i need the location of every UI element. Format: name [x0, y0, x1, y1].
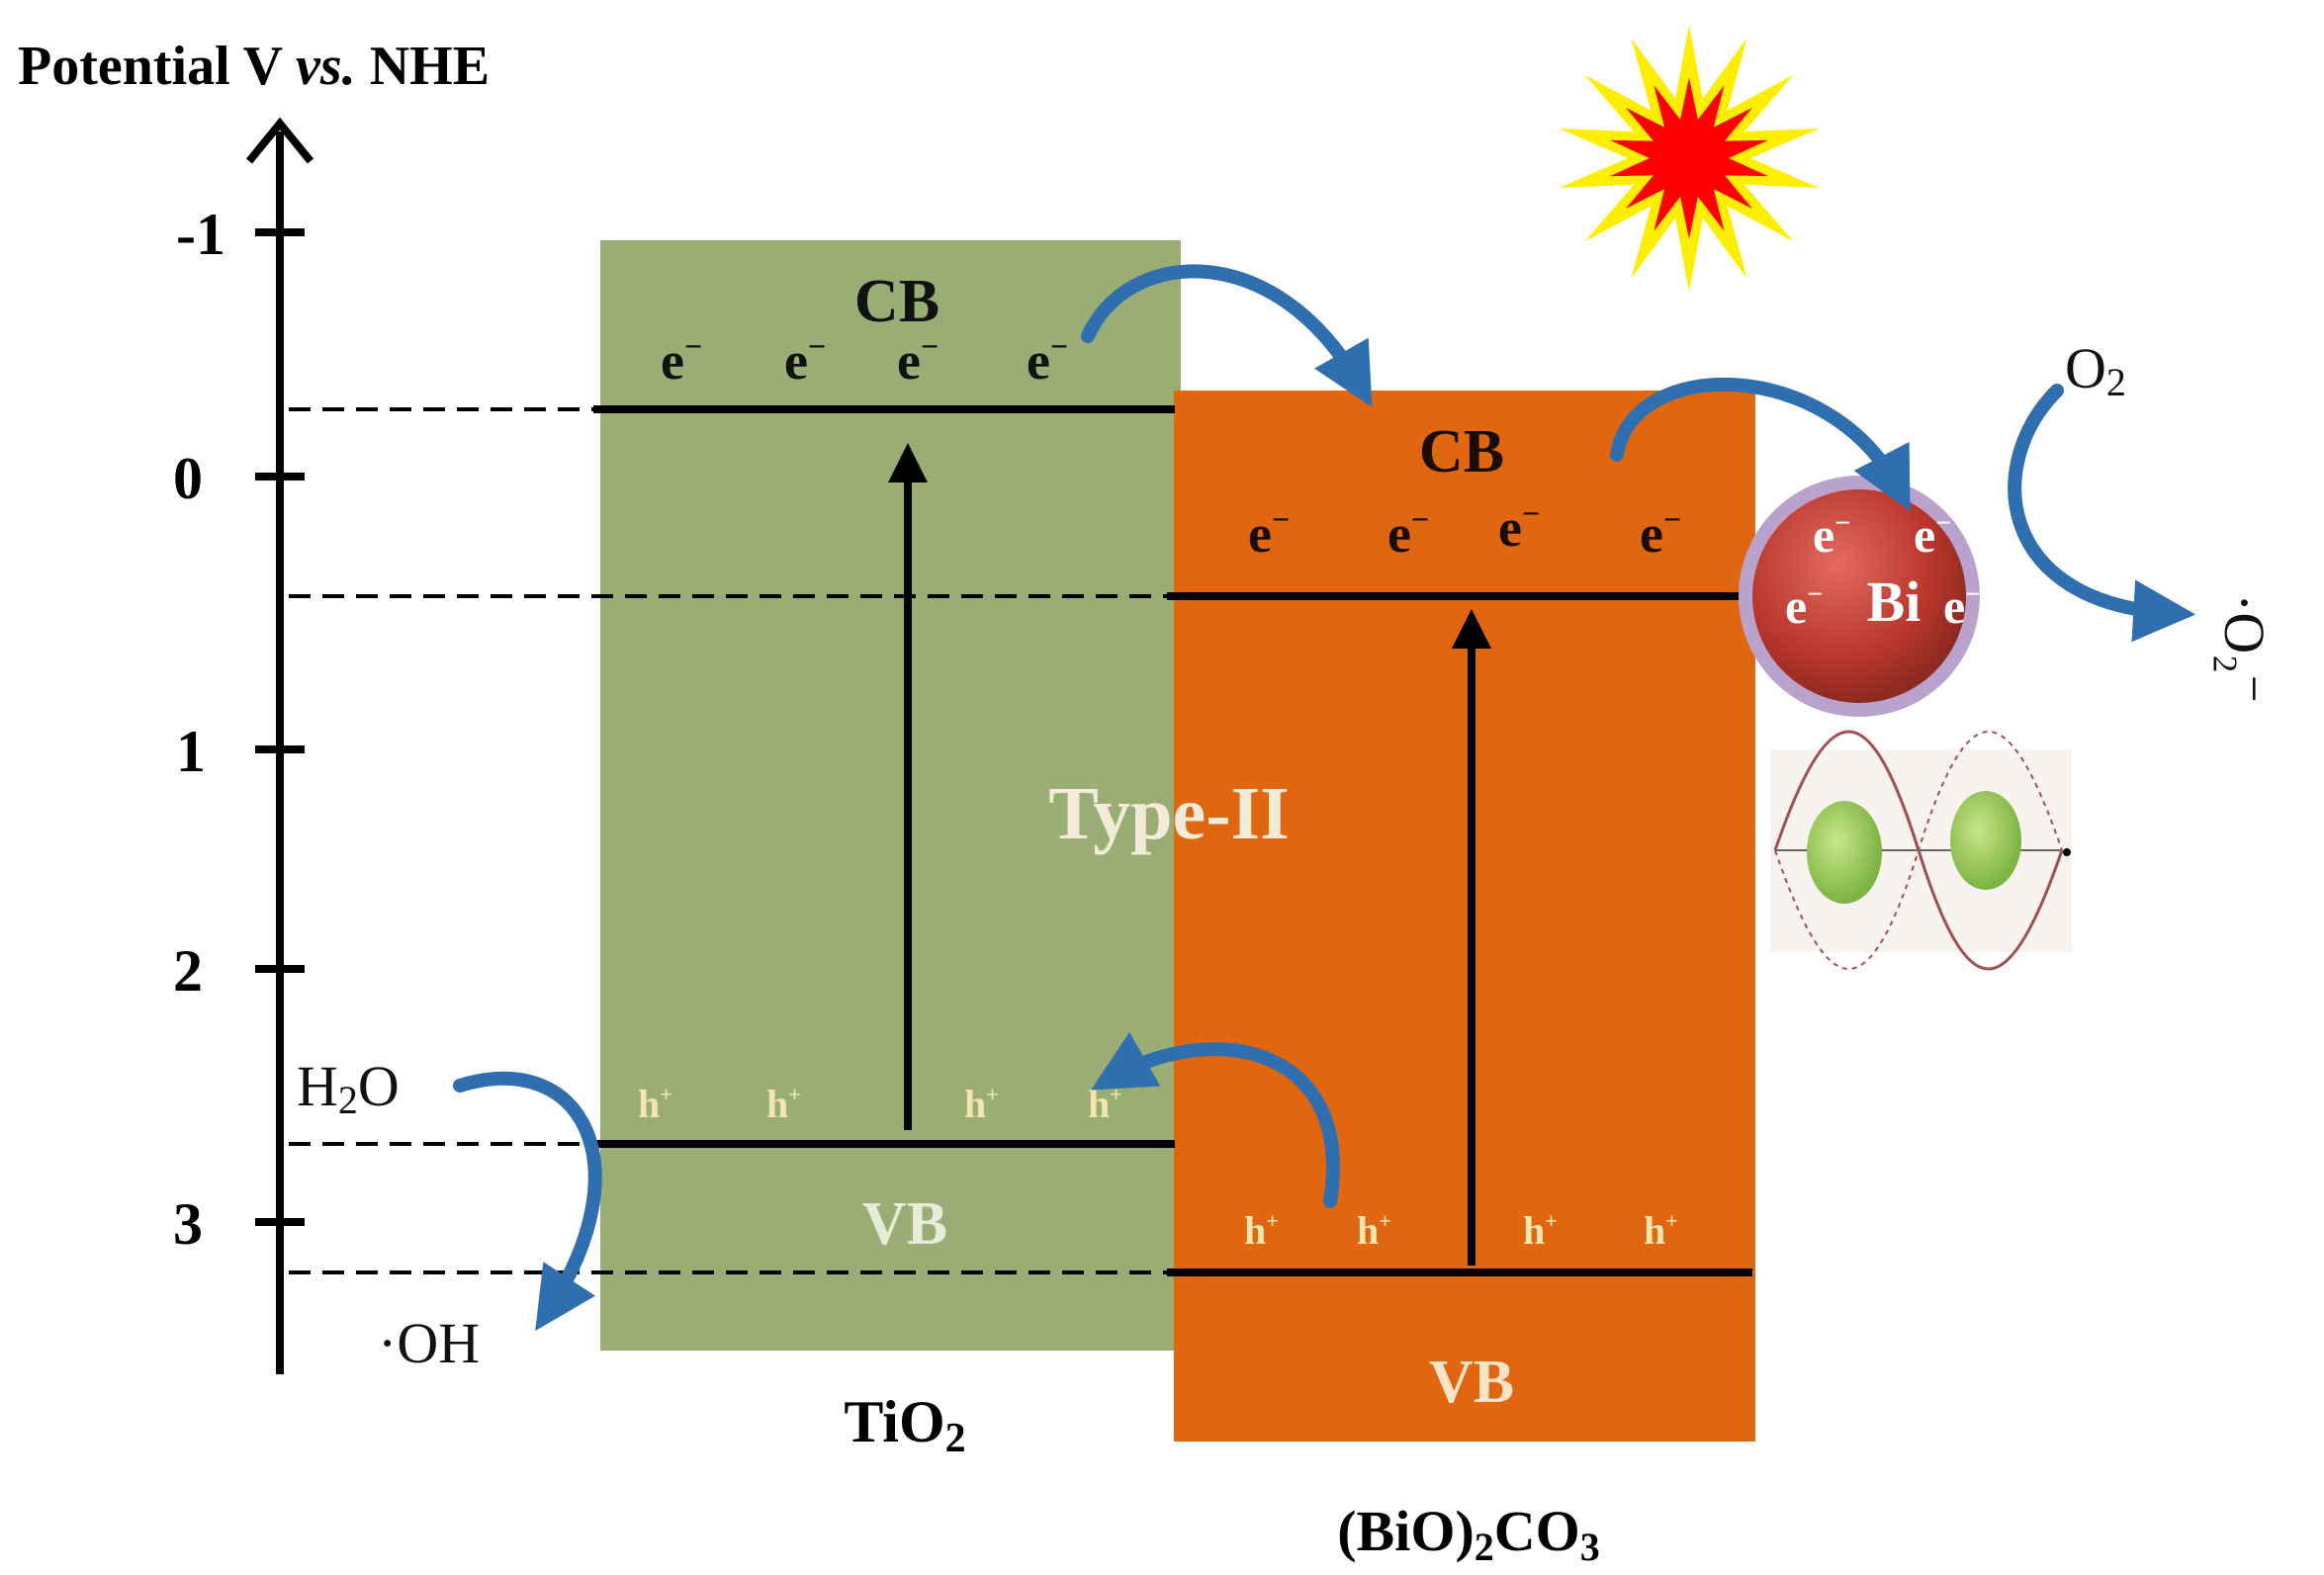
- electron: e−: [1914, 507, 1951, 563]
- tick-label-3: 3: [173, 1191, 203, 1257]
- tio2-block: [600, 240, 1181, 1351]
- axis-title: Potential V vs. NHE: [18, 36, 490, 97]
- bio2co3-vb-label: VB: [1429, 1349, 1514, 1416]
- electron: e−: [1640, 501, 1681, 564]
- electron: e−: [1027, 328, 1068, 391]
- h2o-oxidation-arrow: [453, 1072, 602, 1332]
- junction-type-label: Type-II: [1048, 772, 1290, 855]
- electron: e−: [661, 328, 702, 391]
- electron: e−: [1813, 507, 1850, 563]
- spr-inset-illustration: [1770, 730, 2072, 971]
- hole: h+: [1357, 1208, 1391, 1253]
- tick-label-0: 0: [173, 446, 203, 511]
- potential-axis: [245, 117, 314, 1374]
- electron: e−: [784, 328, 826, 391]
- dashed-reference-lines: [289, 407, 1167, 1274]
- hole: h+: [1644, 1208, 1678, 1253]
- tio2-material-label: TiO2: [844, 1389, 965, 1461]
- tio2-cb-label: CB: [854, 268, 939, 335]
- tick-label-2: 2: [173, 938, 203, 1004]
- electron: e−: [1785, 578, 1823, 634]
- hole: h+: [964, 1082, 999, 1126]
- o2-label: O2: [2065, 336, 2126, 404]
- oh-radical-label: ·OH: [378, 1311, 480, 1375]
- superoxide-label: ·O₂⁻: [2212, 593, 2277, 704]
- bio2co3-cb-label: CB: [1419, 418, 1504, 485]
- hole: h+: [1244, 1208, 1279, 1253]
- bio2co3-holes: h+ h+ h+ h+: [1244, 1208, 1678, 1253]
- h2o-label: H2O: [297, 1054, 400, 1122]
- electron-transfer-arrow: [1610, 377, 1911, 512]
- electron: e−: [1248, 501, 1290, 564]
- electron: e−: [1498, 495, 1540, 558]
- sun-icon: [1559, 25, 1820, 292]
- electron: e−: [1387, 501, 1429, 564]
- bi-nanoparticle: Bi e− e− e− e−: [1739, 476, 1981, 717]
- tick-label-minus1: -1: [176, 202, 225, 267]
- tio2-electrons: e− e− e− e−: [661, 328, 1068, 391]
- charge-transfer-arrows: [453, 264, 2196, 1332]
- bio2co3-electrons: e− e− e− e−: [1248, 495, 1681, 564]
- o2-reduction-arrow: [2008, 384, 2196, 643]
- electron: e−: [1943, 578, 1981, 634]
- tick-label-1: 1: [176, 719, 206, 784]
- bi-label: Bi: [1867, 569, 1922, 634]
- bio2co3-material-label: (BiO)2CO3: [1337, 1499, 1600, 1569]
- hole-transfer-arrow: [1091, 1031, 1340, 1208]
- electron-transfer-arrow: [1081, 264, 1373, 407]
- bio2co3-block: [1174, 391, 1755, 1442]
- hole: h+: [766, 1082, 801, 1126]
- hole: h+: [638, 1082, 672, 1126]
- electron: e−: [897, 328, 939, 391]
- hole: h+: [1523, 1208, 1558, 1253]
- tio2-vb-label: VB: [862, 1190, 947, 1258]
